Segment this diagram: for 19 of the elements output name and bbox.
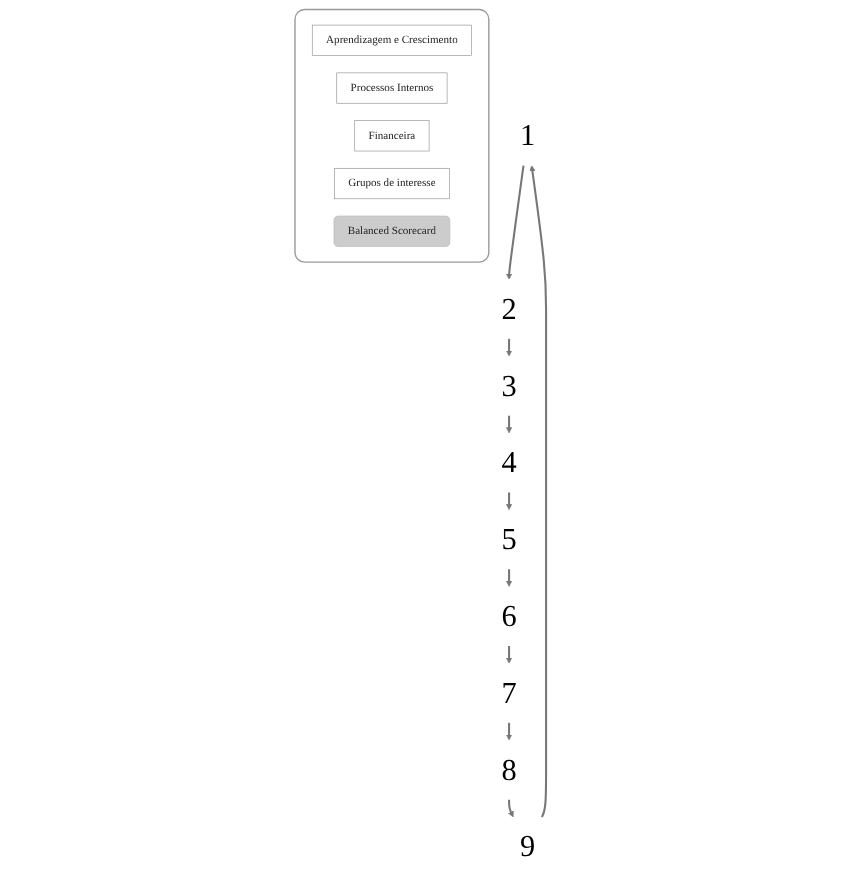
arrow	[506, 569, 513, 587]
arrow	[506, 165, 525, 280]
arrow	[506, 646, 513, 664]
node-text: 8	[501, 752, 517, 787]
node-text: 1	[519, 118, 536, 153]
node-text: 7	[501, 675, 517, 710]
arrow	[506, 415, 513, 434]
arrow	[506, 722, 513, 741]
cluster	[294, 8, 490, 263]
node-text: 4	[501, 445, 517, 480]
arrow	[506, 338, 513, 357]
node-text: 6	[501, 599, 517, 633]
node-text: 3	[501, 368, 517, 403]
arrow	[529, 165, 548, 818]
node-text: 2	[501, 291, 517, 326]
node-text: 5	[501, 522, 517, 557]
arrow	[506, 492, 513, 511]
node-text: 9	[519, 829, 536, 864]
arrow	[508, 799, 514, 818]
